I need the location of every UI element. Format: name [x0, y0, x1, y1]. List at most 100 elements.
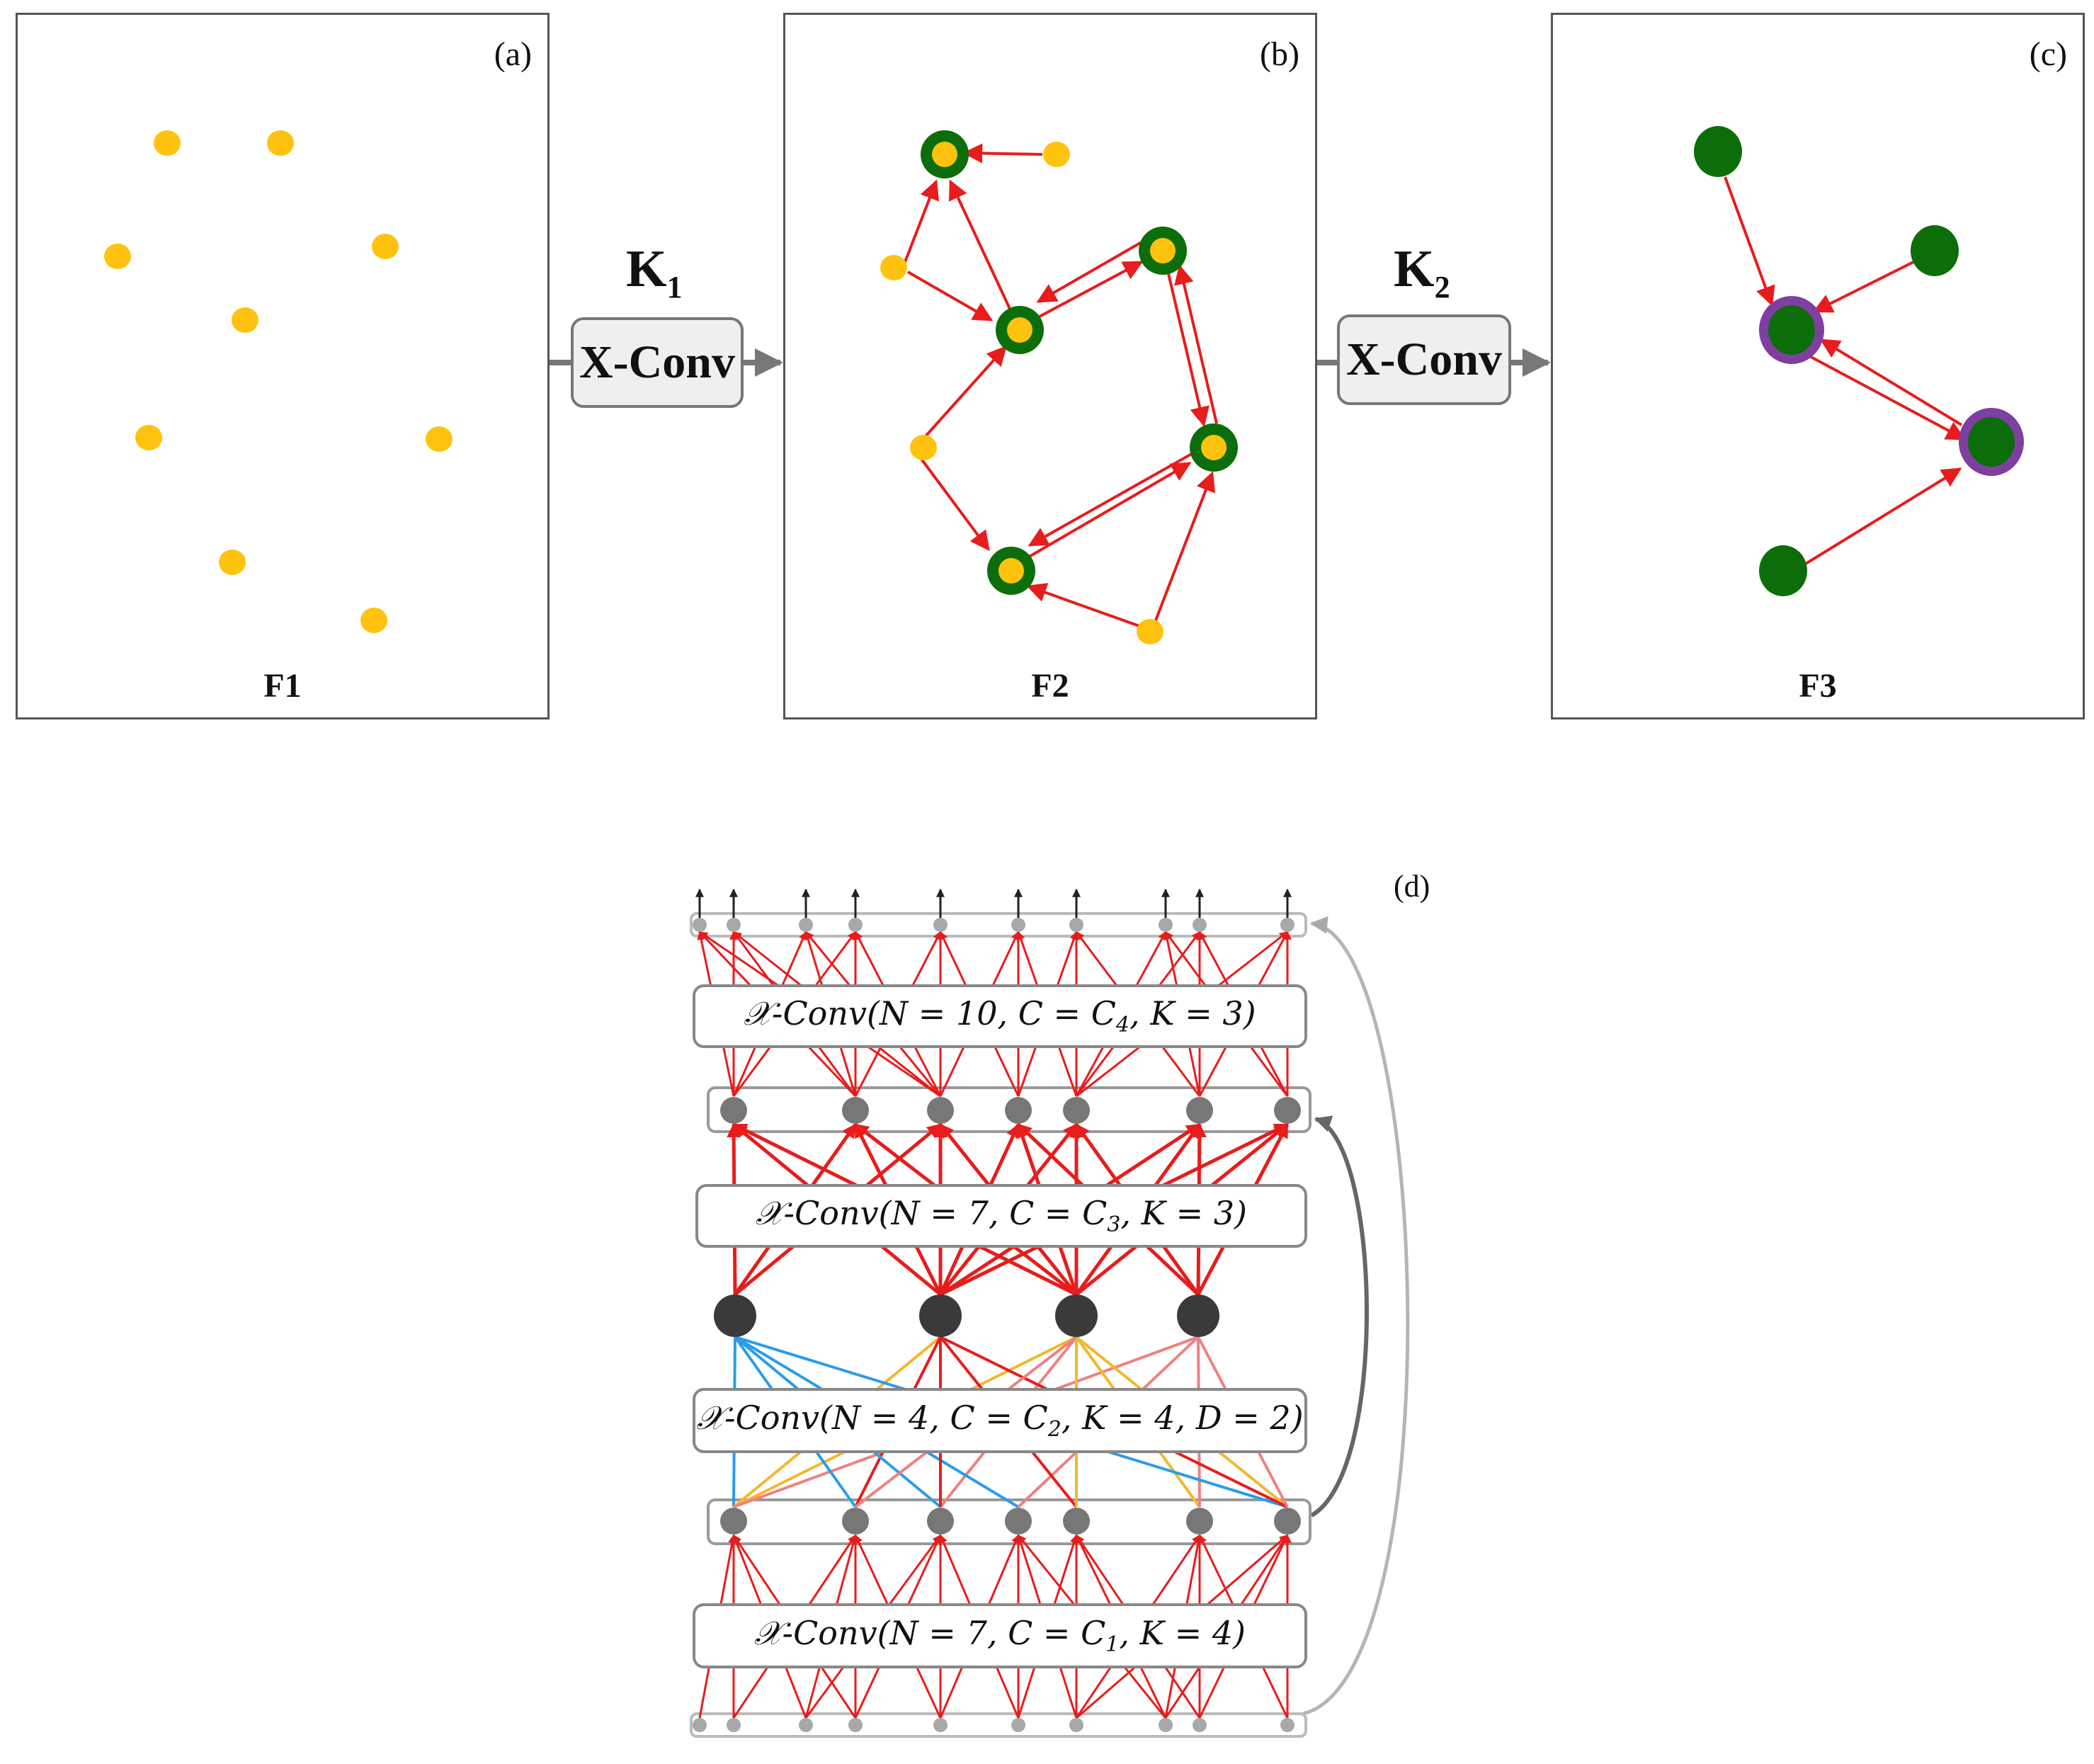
- network-node: [1159, 918, 1173, 932]
- arrow: [1037, 261, 1144, 319]
- panel-a-points: [104, 130, 453, 633]
- network-node: [693, 1718, 707, 1732]
- point: [135, 425, 162, 450]
- network-node: [714, 1294, 756, 1337]
- skip-connection-inner: [1310, 1115, 1369, 1518]
- panel-c-points: [1694, 126, 2024, 596]
- panel-b-points: [880, 130, 1238, 644]
- network-node: [1055, 1294, 1098, 1337]
- network-node: [1159, 1718, 1173, 1732]
- panel-b: (b) F2: [783, 13, 1317, 719]
- panel-b-arrows: [904, 143, 1218, 630]
- network-node: [693, 918, 707, 932]
- network-node: [720, 1508, 747, 1535]
- panel-c-tag: (c): [2029, 35, 2067, 73]
- network-node: [1274, 1508, 1301, 1535]
- arrow: [948, 179, 1011, 309]
- point: [154, 130, 181, 156]
- network-node: [799, 1718, 813, 1732]
- network-node: [727, 1718, 741, 1732]
- network-node: [1186, 1097, 1213, 1124]
- arrow: [1026, 583, 1148, 630]
- network-node: [842, 1508, 869, 1535]
- arrow: [962, 143, 1043, 164]
- network-node: [1186, 1508, 1213, 1535]
- point: [1911, 225, 1959, 276]
- point: [104, 244, 131, 269]
- layer-label-4: 𝒳-Conv(N = 10, C = C4, K = 3): [693, 984, 1307, 1048]
- xconv-box-2: X-Conv: [1337, 314, 1511, 405]
- point: [426, 426, 453, 452]
- network-node: [1193, 918, 1207, 932]
- network-node: [1069, 1718, 1083, 1732]
- selected-point: [1759, 296, 1824, 364]
- point: [1694, 126, 1742, 177]
- panel-c-arrows: [1724, 176, 1967, 565]
- selected-point: [1959, 408, 2024, 476]
- point: [910, 435, 937, 460]
- panel-b-tag: (b): [1260, 35, 1299, 73]
- network-node: [927, 1508, 954, 1535]
- input-row: [690, 1712, 1307, 1738]
- output-row: [690, 912, 1307, 938]
- network-node: [919, 1294, 962, 1337]
- arrow: [907, 271, 994, 321]
- network-node: [1274, 1097, 1301, 1124]
- panel-c-caption: F3: [1799, 667, 1837, 705]
- network-node: [1063, 1097, 1090, 1124]
- layer-label-3: 𝒳-Conv(N = 7, C = C3, K = 3): [695, 1184, 1307, 1248]
- arrow: [918, 455, 990, 552]
- skip-connection-outer: [1302, 916, 1410, 1716]
- arrow: [1819, 338, 1963, 426]
- layer-label-1: 𝒳-Conv(N = 7, C = C1, K = 4): [693, 1603, 1307, 1668]
- panel-b-caption: F2: [1031, 667, 1069, 705]
- network-node: [1063, 1508, 1090, 1535]
- arrow: [904, 179, 939, 263]
- network-node: [1177, 1294, 1219, 1337]
- point: [219, 550, 246, 575]
- selected-point: [1190, 423, 1238, 472]
- network-nodes: [693, 918, 1301, 1732]
- selected-point: [1139, 227, 1187, 275]
- kernel-2-label: K2: [1394, 240, 1450, 305]
- network-node: [848, 918, 863, 932]
- point: [360, 608, 387, 633]
- point: [1137, 619, 1163, 644]
- arrow: [1154, 471, 1216, 621]
- point: [1759, 545, 1807, 596]
- point: [1043, 142, 1070, 167]
- panel-a-tag: (a): [494, 35, 532, 73]
- arrow: [918, 345, 1007, 445]
- panel-c: (c) F3: [1551, 13, 2085, 719]
- panel-a-caption: F1: [263, 667, 302, 705]
- network-node: [848, 1718, 863, 1732]
- arrow: [1025, 462, 1192, 559]
- point: [372, 234, 399, 259]
- network-node: [933, 1718, 948, 1732]
- network-node: [842, 1097, 869, 1124]
- arrow: [1166, 267, 1210, 427]
- arrow: [1028, 450, 1196, 547]
- kernel-1-label: K1: [626, 240, 683, 305]
- arrow: [1174, 264, 1218, 424]
- network-node: [1280, 918, 1294, 932]
- network-node: [727, 918, 741, 932]
- arrow: [1036, 241, 1142, 303]
- selected-point: [921, 130, 969, 178]
- panel-d-tag: (d): [1394, 869, 1430, 904]
- selected-point: [987, 547, 1035, 595]
- network-node: [1011, 1718, 1025, 1732]
- selected-point: [996, 306, 1044, 354]
- top-diagrams: [104, 126, 2024, 644]
- arrow: [1802, 351, 1967, 440]
- network-node: [720, 1097, 747, 1124]
- network-node: [1005, 1508, 1032, 1535]
- network-node: [933, 918, 948, 932]
- network-node: [1005, 1097, 1032, 1124]
- arrow: [1724, 176, 1775, 307]
- network-node: [799, 918, 813, 932]
- network-node: [1011, 918, 1025, 932]
- point: [880, 255, 907, 280]
